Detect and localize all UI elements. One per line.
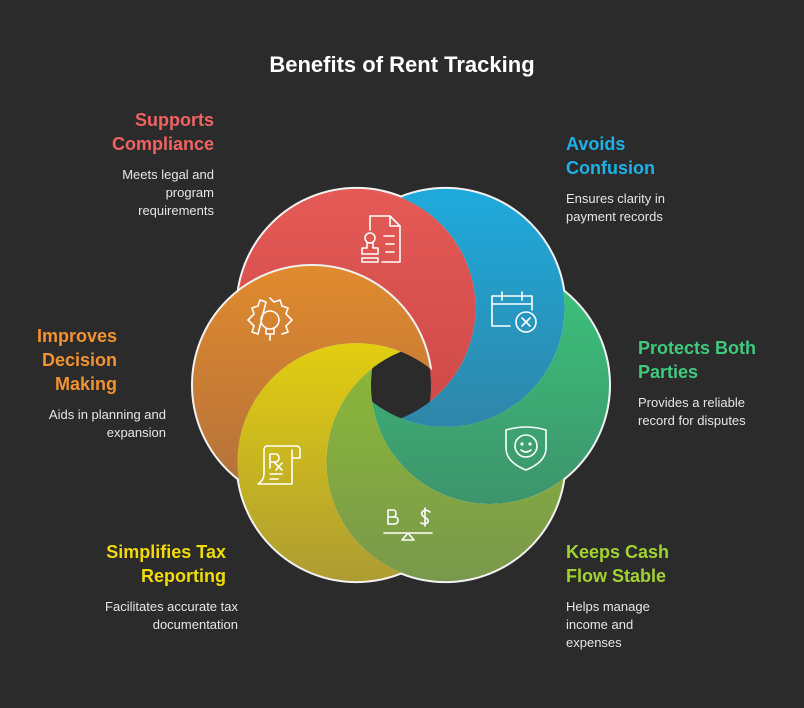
benefit-improves-decision-making: Improves Decision Making Aids in plannin… (0, 324, 166, 442)
prescription-scroll-icon (257, 445, 301, 485)
currency-balance-icon (383, 507, 433, 541)
benefit-description: Meets legal and program requirements (122, 167, 214, 218)
gear-bulb-icon (247, 297, 293, 341)
benefit-heading: Simplifies Tax Reporting (106, 542, 226, 586)
benefit-keeps-cash-flow-stable: Keeps Cash Flow Stable Helps manage inco… (566, 540, 786, 652)
document-stamp-icon (361, 215, 401, 263)
benefit-description: Aids in planning and expansion (48, 407, 166, 440)
benefit-heading: Protects Both Parties (638, 338, 757, 382)
calendar-x-icon (491, 291, 537, 333)
benefit-description: Provides a reliable record for disputes (638, 395, 746, 428)
petal-improves-decision-making (191, 264, 433, 506)
diagram-title: Benefits of Rent Tracking (269, 52, 535, 77)
benefit-simplifies-tax-reporting: Simplifies Tax Reporting Facilitates acc… (6, 540, 238, 634)
benefit-avoids-confusion: Avoids Confusion Ensures clarity in paym… (566, 132, 786, 226)
benefit-heading: Keeps Cash Flow Stable (566, 542, 670, 586)
benefit-description: Facilitates accurate tax documentation (105, 599, 238, 632)
benefit-protects-both-parties: Protects Both Parties Provides a reliabl… (638, 336, 804, 430)
benefit-heading: Improves Decision Making (36, 326, 117, 394)
benefit-heading: Avoids Confusion (566, 134, 655, 178)
benefit-description: Ensures clarity in payment records (566, 191, 665, 224)
benefit-supports-compliance: Supports Compliance Meets legal and prog… (0, 108, 214, 220)
shield-face-icon (505, 426, 547, 471)
benefit-description: Helps manage income and expenses (566, 599, 650, 650)
benefit-heading: Supports Compliance (111, 110, 214, 154)
